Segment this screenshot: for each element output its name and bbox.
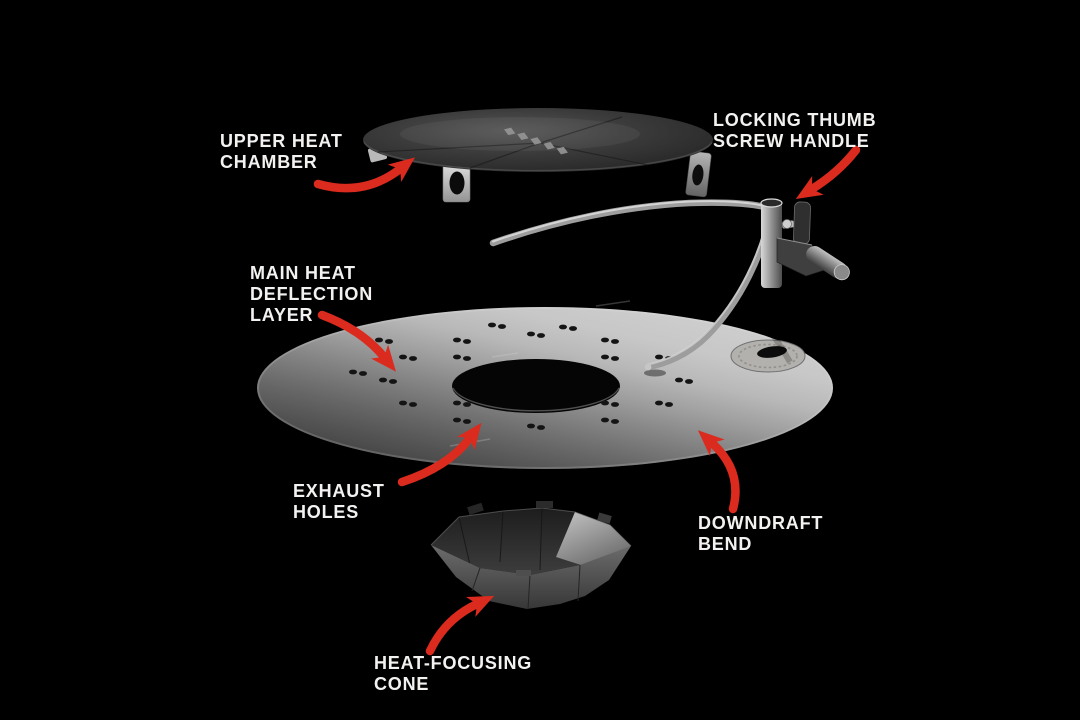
arrow-upper-heat-chamber <box>313 157 416 193</box>
label-line: DOWNDRAFT <box>698 513 824 533</box>
exhaust-hole-pair <box>453 354 471 361</box>
label-line: DEFLECTION <box>250 284 373 304</box>
label-upper-heat-chamber: UPPER HEAT CHAMBER <box>220 131 343 173</box>
exhaust-hole-pair <box>453 400 471 407</box>
exhaust-hole-pair <box>559 324 577 331</box>
exhaust-hole-pair <box>601 417 619 424</box>
rod-tip-shadow <box>644 369 666 377</box>
center-hole-edge <box>452 387 620 412</box>
label-line: EXHAUST <box>293 481 385 501</box>
center-hole <box>452 359 620 413</box>
label-line: HOLES <box>293 502 360 522</box>
deflection-disc-rim-highlight <box>257 307 833 469</box>
caution-plate <box>730 339 806 373</box>
label-line: UPPER HEAT <box>220 131 343 151</box>
exhaust-hole-pair <box>399 400 417 407</box>
cone-rim-tabs <box>467 501 612 576</box>
label-exhaust-holes: EXHAUST HOLES <box>293 481 385 523</box>
chamber-leg-center <box>442 159 471 203</box>
label-downdraft-bend: DOWNDRAFT BEND <box>698 513 823 555</box>
arrow-exhaust-holes <box>397 422 482 487</box>
exhaust-hole-pair <box>488 322 506 329</box>
label-locking-thumb-screw-handle: LOCKING THUMB SCREW HANDLE <box>713 110 876 152</box>
arrow-downdraft-bend <box>697 430 740 514</box>
embossed-logo-stamp <box>504 127 568 155</box>
exhaust-hole-pair <box>675 377 693 384</box>
label-line: SCREW HANDLE <box>713 131 870 151</box>
label-heat-focusing-cone: HEAT-FOCUSING CONE <box>374 653 532 695</box>
cone-outer-seams <box>471 564 581 610</box>
exhaust-hole-pair <box>453 337 471 344</box>
arrow-locking-thumb-screw-handle <box>795 145 861 199</box>
rod-shadow-on-disc <box>742 297 793 364</box>
exhaust-hole-pair <box>527 331 545 338</box>
upper-heat-chamber-part <box>363 108 713 203</box>
arrow-main-heat-deflection-layer <box>317 310 397 372</box>
label-line: LAYER <box>250 305 314 325</box>
chamber-leg-right <box>685 150 712 198</box>
exhaust-hole-pair <box>601 354 619 361</box>
exhaust-hole-pair <box>379 377 397 384</box>
cone-interior-seams <box>458 507 543 571</box>
label-main-heat-deflection-layer: MAIN HEAT DEFLECTION LAYER <box>250 263 373 326</box>
annotation-arrows <box>313 145 861 656</box>
label-line: MAIN HEAT <box>250 263 356 283</box>
label-line: CONE <box>374 674 430 694</box>
locking-thumb-screw-paddle <box>793 201 811 245</box>
exhaust-hole-pair <box>399 354 417 361</box>
exhaust-hole-pair <box>655 400 673 407</box>
exhaust-hole-pair <box>453 417 471 424</box>
exhaust-hole-pair <box>601 337 619 344</box>
mounting-post-tube <box>760 198 783 288</box>
exhaust-hole-pair <box>349 369 367 376</box>
chamber-disc-bottom-rim <box>363 141 713 172</box>
thumb-screw <box>781 219 795 229</box>
cone-outer-wall <box>431 545 631 609</box>
handle-grip-cylinder <box>806 246 850 281</box>
exhaust-hole-pair <box>527 423 545 430</box>
arrow-heat-focusing-cone <box>425 595 495 656</box>
cone-interior-light-panel <box>556 512 631 566</box>
exhaust-holes-pattern <box>349 322 693 430</box>
heat-focusing-cone-part <box>430 501 632 610</box>
label-line: BEND <box>698 534 753 554</box>
label-line: LOCKING THUMB <box>713 110 877 130</box>
label-line: HEAT-FOCUSING <box>374 653 533 673</box>
long-curved-rod <box>489 199 769 247</box>
exhaust-hole-pair <box>375 337 393 344</box>
handle-assembly-part <box>489 198 850 371</box>
exhaust-hole-pair <box>601 400 619 407</box>
label-line: CHAMBER <box>220 152 318 172</box>
